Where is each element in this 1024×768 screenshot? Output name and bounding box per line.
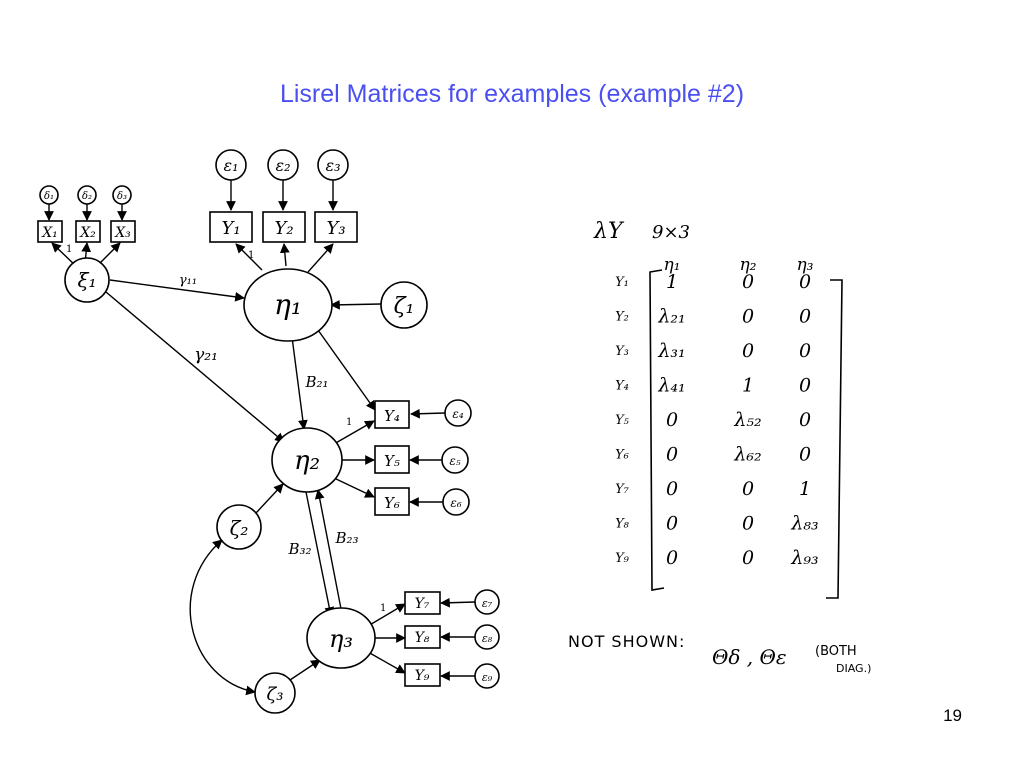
matrix-row-label: Y₈ (615, 517, 630, 532)
eta1-label: η₁ (274, 288, 302, 321)
eta3-label: η₃ (329, 625, 353, 653)
y4-label: Y₄ (384, 407, 400, 425)
matrix-cell: λ₄₁ (657, 375, 685, 397)
delta-1-label: δ₁ (44, 191, 54, 202)
matrix-row-label: Y₂ (615, 310, 629, 325)
matrix-col-header: η₂ (740, 255, 757, 275)
y6-label: Y₆ (384, 494, 400, 512)
beta23-label: B₂₃ (334, 529, 358, 547)
matrix-cell: 0 (799, 340, 811, 362)
beta21-label: B₂₁ (304, 373, 328, 391)
y2-label: Y₂ (274, 218, 293, 239)
matrix-cell: λ₂₁ (657, 306, 685, 328)
fixed-loading-y7: 1 (380, 603, 386, 614)
matrix-cell: 0 (742, 478, 754, 500)
matrix-cell: 0 (799, 271, 811, 293)
gamma21-label: γ₂₁ (194, 345, 218, 365)
matrix-cell: 1 (799, 478, 811, 500)
matrix-row-label: Y₄ (615, 379, 629, 394)
matrix-cell: 0 (666, 478, 678, 500)
note-label: NOT SHOWN: (568, 632, 685, 651)
eps-4-label: ε₄ (452, 407, 463, 421)
xi1-label: ξ₁ (77, 268, 96, 292)
y7-label: Y₇ (415, 596, 430, 612)
matrix-dims: 9×3 (652, 222, 690, 243)
y8-label: Y₈ (415, 630, 430, 646)
matrix-cell: λ₆₂ (733, 444, 761, 466)
slide-number: 19 (943, 706, 962, 725)
x1-label: X₁ (41, 225, 58, 241)
fixed-loading-y4: 1 (346, 417, 352, 428)
y3-label: Y₃ (326, 218, 345, 239)
slide-title: Lisrel Matrices for examples (example #2… (279, 80, 745, 108)
matrix-cell: 0 (666, 547, 678, 569)
matrix-cell: 0 (742, 340, 754, 362)
gamma11-label: γ₁₁ (179, 273, 197, 288)
x2-label: X₂ (79, 225, 96, 241)
eps-2-label: ε₂ (276, 156, 291, 175)
matrix-cell: 0 (742, 271, 754, 293)
matrix-row-label: Y₆ (615, 448, 629, 463)
fixed-loading-y1: 1 (248, 250, 254, 261)
matrix-cell: 0 (666, 513, 678, 535)
eta2-label: η₂ (294, 446, 320, 476)
note-paren-1: (BOTH (815, 644, 857, 659)
eps-7-label: ε₇ (482, 597, 493, 610)
eps-1-label: ε₁ (224, 156, 239, 175)
matrix-cell: λ₉₃ (790, 547, 818, 569)
y9-label: Y₉ (415, 668, 430, 684)
matrix-cell: 0 (799, 306, 811, 328)
eps-5-label: ε₅ (449, 454, 460, 468)
matrix-row-label: Y₉ (615, 551, 630, 566)
matrix-cell: 0 (799, 444, 811, 466)
matrix-name: λY (593, 219, 625, 244)
matrix-col-header: η₁ (664, 255, 681, 275)
matrix-row-label: Y₃ (615, 344, 629, 359)
matrix-cell: 0 (742, 513, 754, 535)
matrix-cell: λ₅₂ (733, 409, 761, 431)
eps-9-label: ε₉ (482, 671, 493, 684)
x3-label: X₃ (114, 225, 131, 241)
y5-label: Y₅ (384, 452, 400, 470)
matrix-row-label: Y₁ (615, 275, 629, 290)
note-items: Θδ , Θε (712, 645, 787, 669)
note-paren-2: DIAG.) (836, 662, 871, 675)
matrix-cell: 0 (742, 306, 754, 328)
matrix-cell: 0 (742, 547, 754, 569)
matrix-cell: 1 (666, 271, 678, 293)
matrix-col-header: η₃ (797, 255, 814, 275)
beta32-label: B₃₂ (287, 540, 311, 558)
zeta2-label: ζ₂ (230, 516, 249, 540)
matrix-cell: 0 (799, 375, 811, 397)
matrix-row-label: Y₅ (615, 413, 630, 428)
matrix-cell: λ₈₃ (790, 513, 818, 535)
matrix-cell: 1 (742, 375, 754, 397)
matrix-cell: 0 (799, 409, 811, 431)
matrix-cell: 0 (666, 409, 678, 431)
zeta1-label: ζ₁ (394, 294, 415, 319)
eps-8-label: ε₈ (482, 632, 493, 645)
matrix-cell: 0 (666, 444, 678, 466)
eps-6-label: ε₆ (450, 496, 461, 510)
matrix-row-label: Y₇ (615, 482, 630, 497)
delta-2-label: δ₂ (82, 191, 92, 202)
zeta3-label: ζ₃ (267, 684, 284, 705)
delta-3-label: δ₃ (117, 191, 127, 202)
fixed-loading-x1: 1 (66, 244, 72, 255)
y1-label: Y₁ (221, 218, 240, 239)
matrix-cell: λ₃₁ (657, 340, 685, 362)
eps-3-label: ε₃ (326, 156, 341, 175)
